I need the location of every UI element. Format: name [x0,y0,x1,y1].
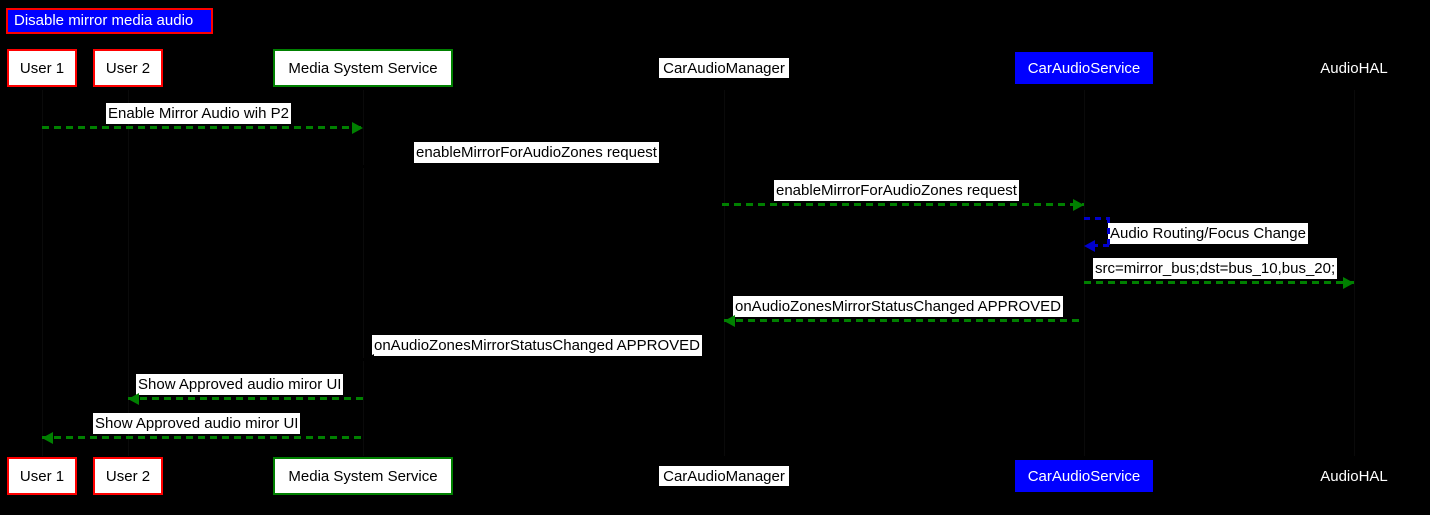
message-arrow-line-m3 [722,203,1084,206]
message-label-m4: Audio Routing/Focus Change [1108,223,1308,244]
message-arrowhead-m9 [42,432,53,444]
participant-top-user-1[interactable]: User 1 [7,49,77,87]
message-arrowhead-m7 [363,354,374,366]
message-label-m5: src=mirror_bus;dst=bus_10,bus_20; [1093,258,1338,279]
message-arrow-line-m6 [724,319,1084,322]
message-arrow-line-m1 [42,126,363,129]
message-label-m2: enableMirrorForAudioZones request [414,142,659,163]
participant-label: User 1 [19,59,65,77]
lifeline-user-2 [128,90,129,456]
participant-label: CarAudioService [1027,59,1141,77]
participant-top-media-system-service[interactable]: Media System Service [273,49,453,87]
participant-top-car-audio-manager[interactable]: CarAudioManager [659,58,789,78]
participant-label: User 1 [19,467,65,485]
lifeline-car-audio-service [1084,90,1085,456]
participant-top-user-2[interactable]: User 2 [93,49,163,87]
message-arrow-line-m8 [128,397,363,400]
participant-label: CarAudioService [1027,467,1141,485]
lifeline-media-system-service [363,90,364,456]
participant-bottom-media-system-service[interactable]: Media System Service [273,457,453,495]
diagram-title: Disable mirror media audio [6,8,213,34]
lifeline-user-1 [42,90,43,456]
message-arrowhead-m3 [1073,199,1084,211]
participant-top-car-audio-service[interactable]: CarAudioService [1015,52,1153,84]
message-label-m8: Show Approved audio miror UI [136,374,344,395]
participant-bottom-user-2[interactable]: User 2 [93,457,163,495]
message-arrowhead-m8 [128,393,139,405]
message-arrow-line-m7 [363,358,724,361]
message-label-m3: enableMirrorForAudioZones request [774,180,1019,201]
participant-label: Media System Service [288,59,438,77]
message-arrowhead-m1 [352,122,363,134]
lifeline-audio-hal [1354,90,1355,456]
message-arrow-line-m5 [1084,281,1354,284]
lifeline-car-audio-manager [724,90,725,456]
message-arrowhead-m6 [724,315,735,327]
message-arrowhead-m5 [1343,277,1354,289]
participant-label: CarAudioManager [663,59,785,77]
participant-bottom-audio-hal[interactable]: AudioHAL [1313,466,1395,486]
message-arrow-line-m2 [363,165,724,168]
participant-label: AudioHAL [1320,467,1388,485]
message-label-m6: onAudioZonesMirrorStatusChanged APPROVED [733,296,1064,317]
message-label-m1: Enable Mirror Audio wih P2 [106,103,291,124]
self-loop-right [1107,217,1110,247]
participant-label: Media System Service [288,467,438,485]
message-arrow-line-m9 [42,436,363,439]
participant-label: User 2 [105,59,151,77]
message-label-m9: Show Approved audio miror UI [93,413,301,434]
self-loop-top [1084,217,1110,220]
self-loop-arrowhead [1084,240,1095,252]
participant-label: CarAudioManager [663,467,785,485]
participant-top-audio-hal[interactable]: AudioHAL [1313,58,1395,78]
participant-label: AudioHAL [1320,59,1388,77]
self-loop-bottom [1092,244,1110,247]
participant-bottom-car-audio-manager[interactable]: CarAudioManager [659,466,789,486]
participant-label: User 2 [105,467,151,485]
message-label-m7: onAudioZonesMirrorStatusChanged APPROVED [372,335,703,356]
message-arrowhead-m2 [713,161,724,173]
participant-bottom-user-1[interactable]: User 1 [7,457,77,495]
self-message-m4 [1084,217,1114,252]
participant-bottom-car-audio-service[interactable]: CarAudioService [1015,460,1153,492]
